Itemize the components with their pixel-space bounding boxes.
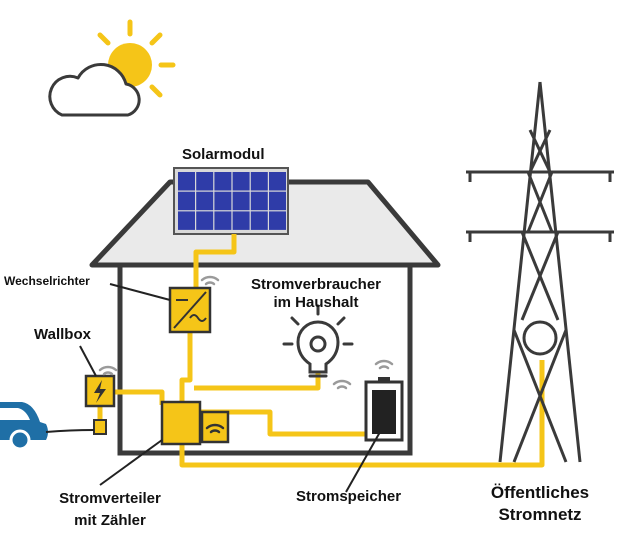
grid-label-line1: Öffentliches — [490, 483, 590, 502]
solar-cell — [196, 211, 214, 230]
solar-cell — [269, 211, 286, 230]
solar-cell — [214, 172, 232, 191]
distributor-label-line2: mit Zähler — [74, 511, 146, 529]
solar-cell — [178, 172, 195, 191]
storage-label: Stromspeicher — [296, 488, 402, 505]
meter-icon — [160, 400, 230, 446]
power-pylon-icon — [466, 81, 614, 463]
inverter-icon — [168, 286, 212, 334]
inverter-label: Wechselrichter — [4, 274, 90, 288]
solar-module-label: Solarmodul — [182, 146, 265, 163]
solar-cell — [232, 211, 250, 230]
solar-cell — [250, 191, 268, 211]
wallbox-icon — [84, 374, 116, 435]
solar-cell — [196, 172, 214, 191]
solar-cell — [214, 191, 232, 211]
solar-cell — [178, 211, 195, 230]
solar-cell — [196, 191, 214, 211]
wifi-icon — [98, 275, 394, 434]
consumer-label-line1: Stromverbraucher — [250, 276, 382, 293]
battery-icon — [364, 377, 404, 442]
solar-cell — [250, 172, 268, 191]
solar-cell — [214, 211, 232, 230]
solar-cell — [250, 211, 268, 230]
distributor-label-line1: Stromverteiler — [59, 490, 161, 507]
solar-cell — [232, 191, 250, 211]
solar-cell — [269, 191, 286, 211]
grid-label: Öffentliches Stromnetz — [470, 482, 610, 526]
consumer-label: Stromverbraucher im Haushalt — [250, 276, 382, 312]
solar-cell — [178, 191, 195, 211]
car-icon — [0, 402, 95, 451]
solar-panel-icon — [173, 167, 289, 235]
distributor-label: Stromverteiler mit Zähler — [44, 488, 176, 532]
lightbulb-icon — [282, 304, 354, 378]
wallbox-label: Wallbox — [34, 326, 91, 343]
solar-cell — [269, 172, 286, 191]
grid-label-line2: Stromnetz — [498, 505, 582, 525]
solar-cell — [232, 172, 250, 191]
cloud-icon — [48, 62, 141, 117]
consumer-label-line2: im Haushalt — [273, 294, 359, 311]
